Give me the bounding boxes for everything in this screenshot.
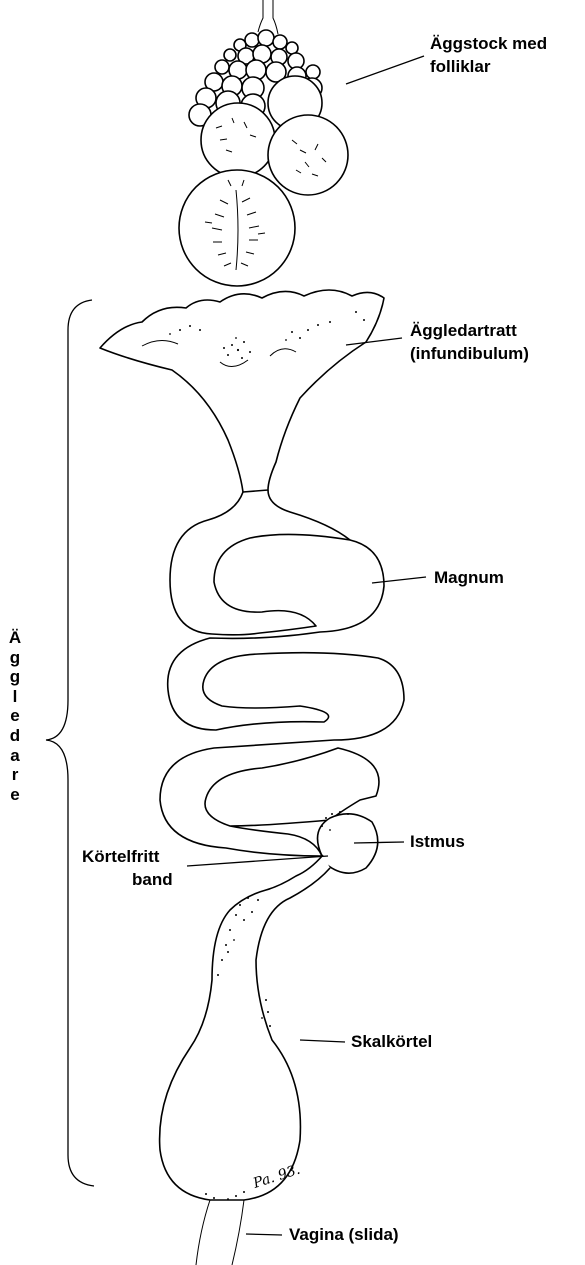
oviduct-letter: e [7,785,23,805]
oviduct-letter: r [7,765,23,785]
label-infundibulum-line1: Äggledartratt [410,321,517,340]
infundibulum [100,290,384,492]
label-oviduct-vertical: Ä g g l e d a r e [7,628,23,804]
label-vagina: Vagina (slida) [289,1225,399,1244]
label-infundibulum-line2: (infundibulum) [410,344,529,363]
ovary-follicles [179,0,348,286]
label-band-line1: Körtelfritt [82,847,160,866]
label-ovary-line1: Äggstock med [430,34,547,53]
label-shell-gland: Skalkörtel [351,1032,432,1051]
oviduct-bracket [46,300,94,1186]
vagina [196,1191,245,1265]
magnum-coils [160,490,404,856]
label-ovary-line2: folliklar [430,57,491,76]
label-band-line2: band [132,870,173,889]
oviduct-letter: l [7,687,23,707]
oviduct-letter: d [7,726,23,746]
label-magnum: Magnum [434,568,504,587]
oviduct-letter: a [7,746,23,766]
istmus [160,811,378,1200]
oviduct-letter: g [7,648,23,668]
label-istmus: Istmus [410,832,465,851]
oviduct-letter: g [7,667,23,687]
oviduct-letter: Ä [7,628,23,648]
oviduct-letter: e [7,706,23,726]
